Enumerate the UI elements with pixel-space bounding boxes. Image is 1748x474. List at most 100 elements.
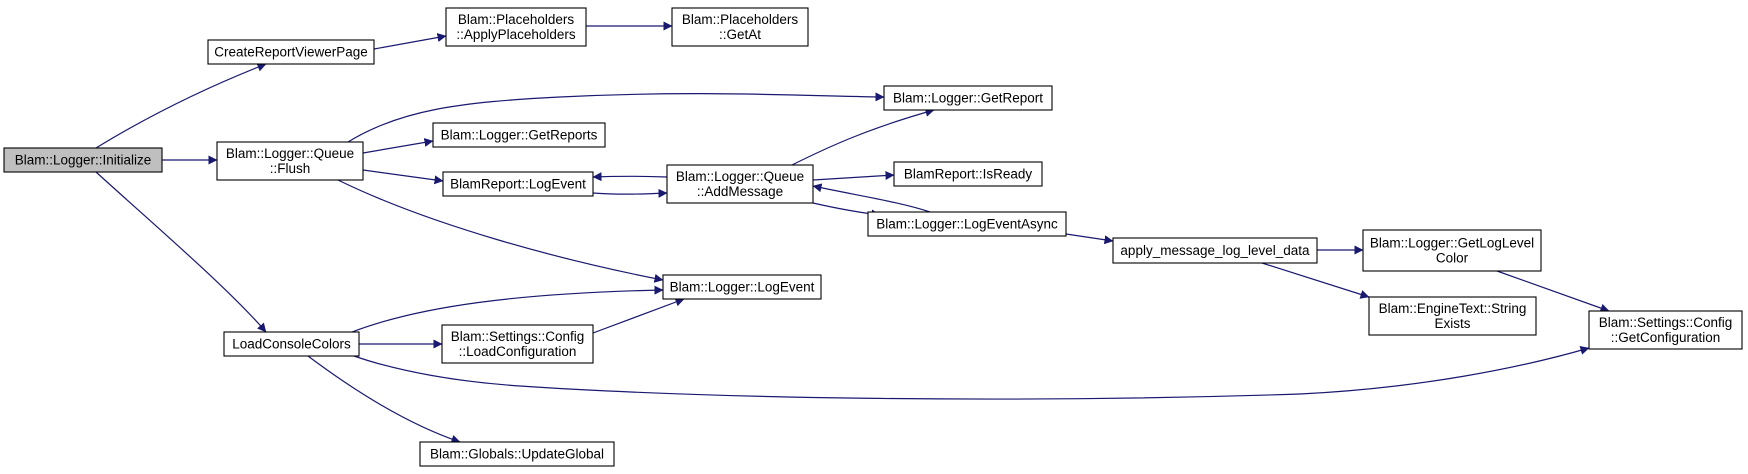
node-label-line: Blam::Logger::Queue [676,169,804,184]
node-label-line: BlamReport::LogEvent [450,177,586,192]
edge-arrow [95,62,267,149]
node-label-line: Blam::Logger::GetReports [441,128,598,143]
node-label-line: Blam::Settings::Config [1599,315,1733,330]
node-label-line: ::ApplyPlaceholders [456,27,576,42]
node-label-line: Color [1436,251,1469,266]
node-label-line: ::GetAt [719,27,761,42]
edge-load-console-colors-to-settings-getconfiguration [353,346,1590,400]
node-box [666,164,814,204]
edge-logger-logeventasync-to-queue-addmessage [812,183,931,213]
edge-arrow [95,171,267,333]
node-box [432,122,606,148]
node-box [893,161,1043,187]
edge-arrow [592,188,668,198]
edge-arrow [347,92,885,143]
node-label-line: Blam::Settings::Config [451,329,585,344]
edge-apply-message-log-level-data-to-enginetext-stringexists [1261,262,1370,299]
node-label-line: Blam::EngineText::String [1379,301,1527,316]
node-queue-flush[interactable]: Blam::Logger::Queue::Flush [216,141,364,181]
node-box [442,171,594,197]
edge-queue-addmessage-to-logger-getreport [791,107,935,166]
node-box [445,7,587,47]
edge-queue-addmessage-to-blamreport-logevent [592,172,668,182]
node-label-line: ::GetConfiguration [1611,330,1721,345]
edge-arrow [791,107,935,166]
node-label-line: ::Flush [270,161,311,176]
node-box [216,141,364,181]
node-blamreport-logevent[interactable]: BlamReport::LogEvent [442,171,594,197]
node-label-line: Blam::Placeholders [682,12,799,27]
node-label-line: ::LoadConfiguration [459,344,577,359]
node-label-line: Blam::Logger::Initialize [15,153,152,168]
node-box [1112,237,1318,264]
edge-queue-flush-to-blamreport-logevent [362,169,444,185]
node-logger-getreports[interactable]: Blam::Logger::GetReports [432,122,606,148]
node-box [867,211,1067,237]
edge-arrow [592,297,685,334]
node-label-line: apply_message_log_level_data [1120,243,1310,258]
node-create-report-viewer-page[interactable]: CreateReportViewerPage [207,39,375,65]
edge-queue-flush-to-logger-getreport [347,92,885,143]
edge-arrow [307,355,461,444]
edge-arrow [353,346,1590,400]
node-box [1362,229,1542,272]
edge-queue-flush-to-logger-getreports [362,138,434,154]
node-label-line: LoadConsoleColors [232,337,351,352]
node-label-line: Blam::Globals::UpdateGlobal [430,447,604,462]
node-box [671,7,809,47]
node-box [441,324,594,364]
node-label-line: Blam::Logger::GetReport [893,91,1043,106]
edge-initialize-to-create-report-viewer-page [95,62,267,149]
node-load-console-colors[interactable]: LoadConsoleColors [223,331,360,357]
edge-arrow [362,138,434,154]
node-logger-logeventasync[interactable]: Blam::Logger::LogEventAsync [867,211,1067,237]
edge-load-console-colors-to-globals-updateglobal [307,355,461,444]
node-label-line: CreateReportViewerPage [214,45,368,60]
node-initialize[interactable]: Blam::Logger::Initialize [3,147,163,173]
edge-arrow [1496,270,1610,313]
node-globals-updateglobal[interactable]: Blam::Globals::UpdateGlobal [419,441,615,467]
node-settings-getconfiguration[interactable]: Blam::Settings::Config::GetConfiguration [1588,310,1743,350]
node-label-line: Blam::Logger::Queue [226,146,354,161]
node-logger-getreport[interactable]: Blam::Logger::GetReport [883,85,1053,111]
node-box [3,147,163,173]
node-queue-addmessage[interactable]: Blam::Logger::Queue::AddMessage [666,164,814,204]
edge-logger-getloglevelcolor-to-settings-getconfiguration [1496,270,1610,313]
node-apply-message-log-level-data[interactable]: apply_message_log_level_data [1112,237,1318,264]
node-label-line: BlamReport::IsReady [904,167,1033,182]
edge-arrow [1065,233,1114,245]
edge-queue-flush-to-logger-logevent [337,179,664,283]
edge-logger-logeventasync-to-apply-message-log-level-data [1065,233,1114,245]
edge-arrow [1261,262,1370,299]
node-box [223,331,360,357]
node-label-line: Exists [1434,316,1470,331]
node-placeholders-apply[interactable]: Blam::Placeholders::ApplyPlaceholders [445,7,587,47]
edge-arrow [351,285,664,333]
edge-blamreport-logevent-to-queue-addmessage [592,188,668,198]
node-settings-loadconfiguration[interactable]: Blam::Settings::Config::LoadConfiguratio… [441,324,594,364]
edge-initialize-to-load-console-colors [95,171,267,333]
edge-settings-loadconfiguration-to-logger-logevent [592,297,685,334]
edge-arrow [337,179,664,283]
node-blamreport-isready[interactable]: BlamReport::IsReady [893,161,1043,187]
edge-arrow [812,183,931,213]
node-label-line: Blam::Placeholders [458,12,575,27]
node-box [419,441,615,467]
node-box [883,85,1053,111]
edge-arrow [373,33,447,50]
edge-arrow [592,172,668,182]
edge-arrow [362,169,444,185]
node-label-line: ::AddMessage [697,184,783,199]
node-box [662,274,822,300]
edge-create-report-viewer-page-to-placeholders-apply [373,33,447,50]
node-label-line: Blam::Logger::LogEvent [670,280,815,295]
edge-load-console-colors-to-logger-logevent [351,285,664,333]
node-placeholders-getat[interactable]: Blam::Placeholders::GetAt [671,7,809,47]
nodes-layer: Blam::Logger::Initialize CreateReportView… [3,7,1743,467]
node-logger-logevent[interactable]: Blam::Logger::LogEvent [662,274,822,300]
node-box [207,39,375,65]
node-box [1588,310,1743,350]
